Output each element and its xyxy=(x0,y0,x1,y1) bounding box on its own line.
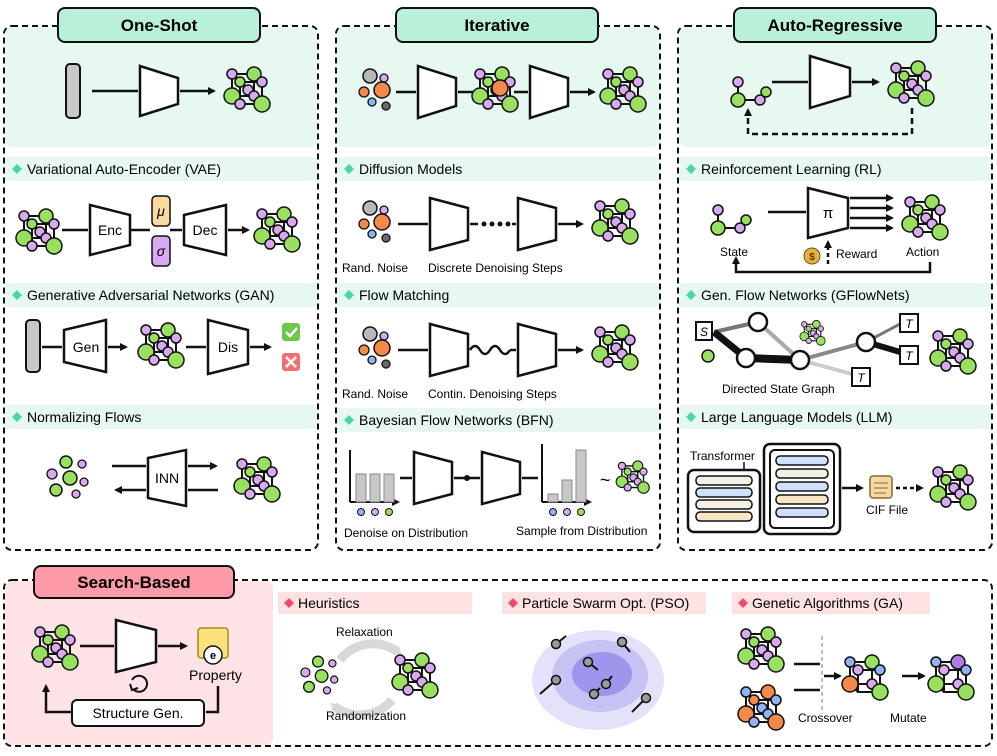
flow-matching-label: Flow Matching xyxy=(344,287,449,303)
vae-diagram: Enc μ σ Dec xyxy=(15,195,301,267)
svg-text:Action: Action xyxy=(906,245,939,259)
svg-text:T: T xyxy=(857,371,866,385)
svg-text:Iterative: Iterative xyxy=(464,16,529,35)
gan-diagram: Gen Dis xyxy=(25,318,300,376)
svg-text:Contin. Denoising Steps: Contin. Denoising Steps xyxy=(428,387,557,401)
heuristics-label: Heuristics xyxy=(284,595,359,611)
property-icon: e xyxy=(197,627,229,665)
svg-text:Gen. Flow Networks (GFlowNets): Gen. Flow Networks (GFlowNets) xyxy=(701,287,909,303)
svg-text:~: ~ xyxy=(600,470,611,490)
svg-text:Variational Auto-Encoder (VAE): Variational Auto-Encoder (VAE) xyxy=(27,161,221,177)
svg-text:Auto-Regressive: Auto-Regressive xyxy=(767,16,902,35)
svg-text:Reward: Reward xyxy=(836,247,877,261)
svg-text:Structure Gen.: Structure Gen. xyxy=(92,705,183,721)
svg-text:T: T xyxy=(905,349,914,363)
gan-label: Generative Adversarial Networks (GAN) xyxy=(12,287,274,303)
one-shot-overview xyxy=(65,63,271,119)
heuristics-diagram: Relaxation Randomization xyxy=(300,625,439,723)
svg-text:T: T xyxy=(905,317,914,331)
svg-text:Flow Matching: Flow Matching xyxy=(359,287,449,303)
diffusion-diagram: Rand. Noise Discrete Denoising Steps xyxy=(342,196,639,275)
svg-text:Generative Adversarial Network: Generative Adversarial Networks (GAN) xyxy=(27,287,274,303)
auto-regressive-title: Auto-Regressive xyxy=(733,7,937,43)
vae-label: Variational Auto-Encoder (VAE) xyxy=(12,161,221,177)
svg-text:S: S xyxy=(700,325,708,339)
llm-diagram: Transformer CIF File xyxy=(686,442,977,536)
svg-text:Mutate: Mutate xyxy=(890,711,927,725)
rl-diagram: π State Action $ Reward xyxy=(710,186,949,274)
svg-text:Transformer: Transformer xyxy=(690,449,755,463)
svg-text:Gen: Gen xyxy=(73,339,99,355)
svg-text:Rand. Noise: Rand. Noise xyxy=(342,387,408,401)
gflownets-diagram: S T T T Directed State Graph xyxy=(695,311,977,396)
svg-text:Rand. Noise: Rand. Noise xyxy=(342,261,408,275)
one-shot-title: One-Shot xyxy=(57,7,261,43)
gflownets-label: Gen. Flow Networks (GFlowNets) xyxy=(686,287,909,303)
svg-text:One-Shot: One-Shot xyxy=(121,16,198,35)
svg-text:Dec: Dec xyxy=(193,222,218,238)
svg-text:Directed State Graph: Directed State Graph xyxy=(722,382,835,396)
search-based-title: Search-Based xyxy=(33,565,235,599)
svg-text:Heuristics: Heuristics xyxy=(298,595,359,611)
svg-text:σ: σ xyxy=(157,243,166,259)
svg-text:INN: INN xyxy=(155,470,179,486)
iterative-title: Iterative xyxy=(395,7,599,43)
diffusion-label: Diffusion Models xyxy=(344,161,462,177)
svg-text:Randomization: Randomization xyxy=(326,709,406,723)
money-bag-icon: $ xyxy=(803,247,821,265)
svg-text:π: π xyxy=(823,205,833,222)
svg-text:Diffusion Models: Diffusion Models xyxy=(359,161,462,177)
svg-text:CIF File: CIF File xyxy=(866,503,908,517)
refresh-icon xyxy=(129,674,149,693)
svg-text:Denoise on Distribution: Denoise on Distribution xyxy=(344,526,468,540)
bfn-diagram: ~ Denoise on Distribution Sample from Di… xyxy=(344,444,651,540)
pso-diagram xyxy=(532,630,664,730)
svg-text:Crossover: Crossover xyxy=(798,711,853,725)
flow-matching-diagram: Rand. Noise Contin. Denoising Steps xyxy=(342,322,639,401)
normalizing-flows-label: Normalizing Flows xyxy=(12,409,141,425)
ga-label: Genetic Algorithms (GA) xyxy=(738,595,903,611)
svg-text:Genetic Algorithms (GA): Genetic Algorithms (GA) xyxy=(752,595,903,611)
llm-label: Large Language Models (LLM) xyxy=(686,409,892,425)
svg-text:Relaxation: Relaxation xyxy=(336,625,393,639)
rl-label: Reinforcement Learning (RL) xyxy=(686,161,882,177)
scroll-icon xyxy=(869,475,893,499)
search-loop-diagram: e Property Structure Gen. xyxy=(31,618,242,727)
svg-text:e: e xyxy=(210,650,216,662)
iterative-overview xyxy=(358,64,647,120)
svg-text:Large Language Models (LLM): Large Language Models (LLM) xyxy=(701,409,892,425)
svg-text:Normalizing Flows: Normalizing Flows xyxy=(27,409,141,425)
check-icon xyxy=(282,323,300,341)
svg-text:State: State xyxy=(720,245,748,259)
svg-text:μ: μ xyxy=(156,203,165,219)
svg-text:Particle Swarm Opt. (PSO): Particle Swarm Opt. (PSO) xyxy=(522,595,689,611)
svg-text:Bayesian Flow Networks (BFN): Bayesian Flow Networks (BFN) xyxy=(359,412,554,428)
svg-text:Enc: Enc xyxy=(98,222,122,238)
ga-diagram: Crossover Mutate xyxy=(737,626,975,731)
svg-text:$: $ xyxy=(809,252,815,263)
bfn-label: Bayesian Flow Networks (BFN) xyxy=(344,412,554,428)
svg-text:Property: Property xyxy=(189,667,242,683)
auto-regressive-overview xyxy=(730,54,935,136)
svg-text:Dis: Dis xyxy=(218,339,238,355)
normalizing-flows-diagram: INN xyxy=(46,448,281,508)
svg-text:Sample from Distribution: Sample from Distribution xyxy=(516,524,647,538)
cross-icon xyxy=(282,353,300,371)
svg-text:Discrete Denoising Steps: Discrete Denoising Steps xyxy=(428,261,563,275)
svg-text:Search-Based: Search-Based xyxy=(77,573,190,592)
pso-label: Particle Swarm Opt. (PSO) xyxy=(508,595,689,611)
svg-text:Reinforcement Learning (RL): Reinforcement Learning (RL) xyxy=(701,161,882,177)
